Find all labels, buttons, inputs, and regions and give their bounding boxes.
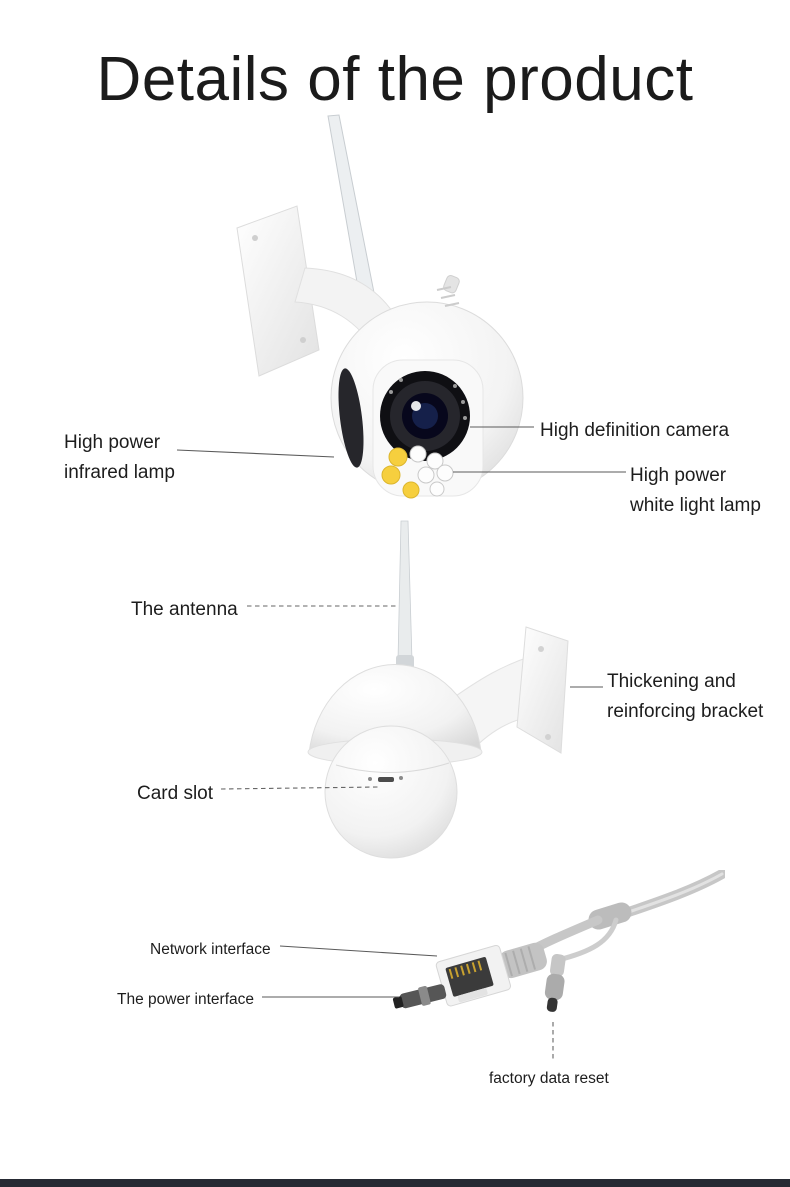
led-cluster	[381, 445, 454, 499]
card-slot-icon	[368, 776, 403, 782]
label-white-light-lamp: High power white light lamp	[630, 465, 761, 517]
label-hd-camera: High definition camera	[540, 420, 730, 441]
vent-slots	[436, 286, 460, 307]
camera-front-illustration	[236, 114, 524, 499]
label-card-slot: Card slot	[137, 783, 214, 804]
label-bracket: Thickening and reinforcing bracket	[607, 671, 764, 723]
label-infrared-lamp: High power infrared lamp	[64, 432, 175, 484]
footer-bar	[0, 1179, 790, 1187]
label-factory-reset: factory data reset	[489, 1070, 609, 1087]
ir-sensor-dots	[389, 378, 467, 420]
camera-head	[330, 275, 524, 499]
camera-side-illustration	[307, 520, 569, 859]
power-connector-icon	[392, 984, 447, 1009]
camera-lens-icon	[380, 371, 470, 461]
reset-connector-icon	[544, 953, 566, 1012]
antenna-icon	[396, 520, 414, 669]
side-bezel	[338, 368, 364, 468]
network-connector-icon	[435, 942, 547, 1007]
label-antenna: The antenna	[131, 599, 238, 620]
page-title: Details of the product	[96, 45, 694, 114]
main-cable	[588, 870, 725, 930]
label-power-interface: The power interface	[117, 991, 254, 1008]
cable-connectors-illustration	[392, 870, 725, 1012]
label-network-interface: Network interface	[150, 941, 271, 958]
camera-body	[307, 664, 483, 859]
